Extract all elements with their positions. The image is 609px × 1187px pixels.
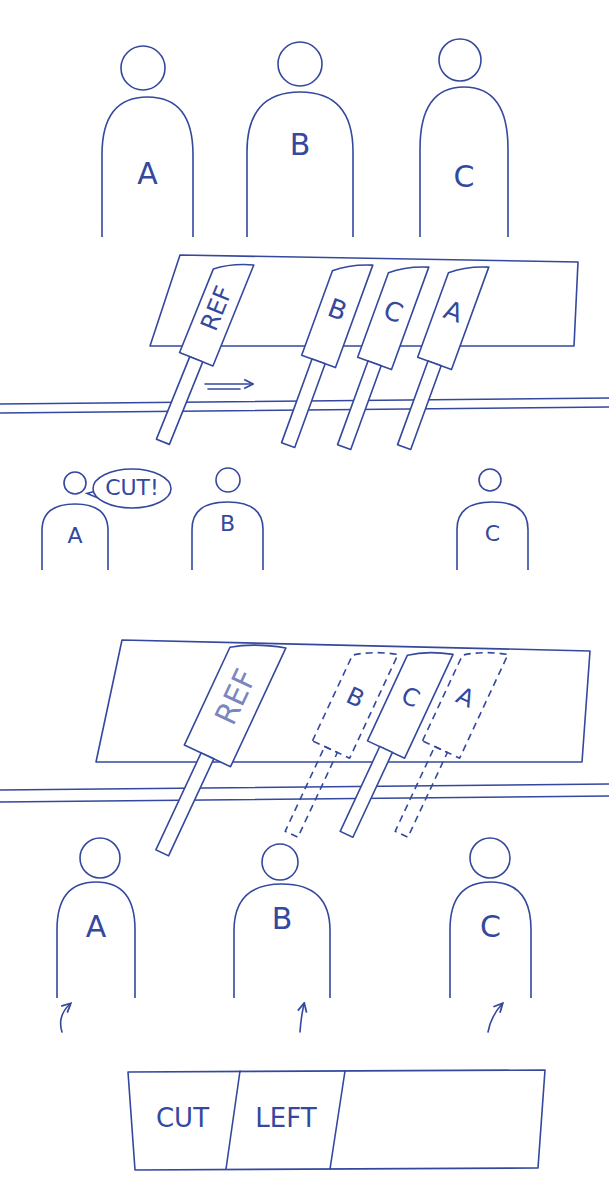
cutting-board <box>96 640 590 762</box>
figure-outline <box>232 882 332 998</box>
bubble-ellipse <box>93 469 171 508</box>
figure-letter: B <box>190 512 265 536</box>
knife-handle <box>398 361 442 449</box>
result-table <box>128 1070 545 1170</box>
figure-letter: A <box>100 157 195 190</box>
speech-text: CUT! <box>105 476 159 500</box>
person-head <box>64 472 86 494</box>
knife-handle <box>338 361 382 449</box>
move-arrow <box>205 383 252 385</box>
table-divider <box>226 1071 240 1169</box>
figure-letter: C <box>418 160 510 193</box>
person-head <box>80 838 120 878</box>
person-figure: B <box>190 500 265 570</box>
knife-shape: REF <box>136 625 287 866</box>
figure-letter: C <box>455 522 530 546</box>
person-figure: A <box>100 95 195 237</box>
knife-outline <box>144 250 256 450</box>
figure-letter: A <box>55 910 137 943</box>
knife-shape: REF <box>144 250 256 450</box>
table-cell: LEFT <box>236 1104 336 1133</box>
person-figure: A <box>55 880 137 998</box>
knife-shape: C <box>325 635 455 844</box>
pointer-arrow <box>61 1004 70 1032</box>
knife-shape: A <box>385 253 491 455</box>
figure-letter: C <box>448 910 533 943</box>
knife-handle <box>395 747 447 838</box>
knife-handle <box>156 357 202 445</box>
pointer-arrow <box>300 1004 304 1032</box>
pointer-arrow <box>488 1004 502 1032</box>
person-figure: B <box>245 90 355 237</box>
person-figure: C <box>418 85 510 237</box>
table-edge <box>0 796 609 802</box>
person-head <box>216 468 240 492</box>
knife-outline <box>136 625 287 866</box>
person-head <box>121 46 165 90</box>
speech-bubble: CUT! <box>92 468 172 509</box>
move-arrow-shaft <box>208 388 240 390</box>
person-head <box>479 469 501 491</box>
table-divider <box>330 1071 345 1169</box>
person-figure: B <box>232 882 332 998</box>
table-cell: CUT <box>135 1104 230 1133</box>
person-head <box>262 844 298 880</box>
table-edge <box>0 784 609 790</box>
body-arch <box>247 92 353 237</box>
figure-outline <box>245 90 355 237</box>
person-figure: A <box>40 502 110 570</box>
knife-handle <box>285 747 337 838</box>
knife-blade <box>184 626 286 766</box>
knife-outline <box>325 635 455 844</box>
figure-letter: B <box>232 902 332 935</box>
person-head <box>278 42 322 86</box>
knife-handle <box>340 747 392 838</box>
person-figure: C <box>448 880 533 998</box>
knife-handle <box>155 753 213 856</box>
figure-letter: A <box>40 524 110 548</box>
person-head <box>470 838 510 878</box>
figure-letter: B <box>245 128 355 161</box>
knife-handle <box>282 359 326 447</box>
person-head <box>439 39 481 81</box>
person-figure: C <box>455 500 530 570</box>
